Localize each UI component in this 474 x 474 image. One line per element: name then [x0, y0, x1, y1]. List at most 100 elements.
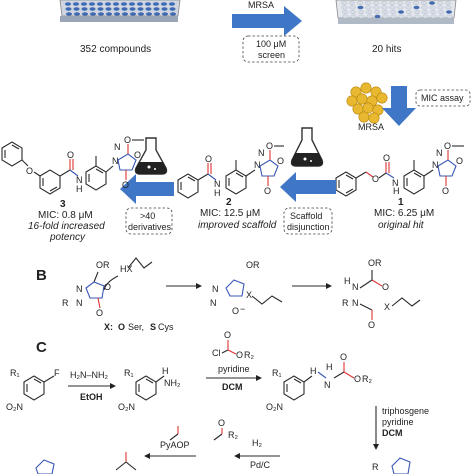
- well-dot: [445, 10, 453, 14]
- well-dot: [90, 12, 96, 16]
- reagent-triphosgene: triphosgene: [382, 406, 429, 416]
- well-dot: [138, 12, 144, 16]
- c3-o-ether: O: [26, 166, 33, 176]
- well-dot: [89, 2, 95, 6]
- well-dot: [130, 12, 136, 16]
- legend-ser: Ser,: [128, 322, 144, 332]
- c-sm-r1: R₁: [10, 368, 20, 378]
- well-dot: [357, 10, 365, 14]
- well-dot: [340, 1, 348, 5]
- well-dot: [438, 14, 445, 19]
- solvent-etoh: EtOH: [80, 392, 103, 402]
- well-dot: [114, 12, 120, 16]
- c2-nh: N: [214, 179, 221, 189]
- well-dot: [421, 10, 429, 14]
- well-dot: [106, 12, 112, 16]
- mic-assay-label: MIC assay: [421, 93, 464, 103]
- b-prod-x: X: [384, 302, 390, 312]
- b-prod-h: H: [344, 276, 351, 286]
- compound-1-desc: original hit: [378, 220, 425, 231]
- c-carb-n2: N: [324, 380, 331, 390]
- well-dot: [81, 2, 87, 6]
- c-hyd-nh2: NH₂: [164, 378, 181, 388]
- screen-box-line2: screen: [258, 50, 285, 60]
- c2-n2: N: [258, 148, 265, 158]
- mechanism-reactant: OR N R N O O HX: [62, 257, 153, 318]
- c1-o-ring: O: [456, 156, 463, 166]
- compound-3-number: 3: [60, 199, 66, 210]
- well-dot: [390, 14, 397, 19]
- reaction-arrow-3: [373, 406, 379, 450]
- c-cl-o-top: O: [224, 330, 231, 340]
- well-dot: [422, 14, 429, 19]
- bacteria-cell: [376, 92, 388, 104]
- well-dot: [161, 2, 167, 6]
- c-carb-o-top: O: [340, 352, 347, 362]
- well-dot: [446, 14, 453, 19]
- well-dot: [364, 1, 372, 5]
- derivatives-arrow: [120, 174, 174, 204]
- well-dot: [153, 7, 160, 11]
- well-dot: [397, 10, 405, 14]
- bottom-o: O: [218, 418, 225, 428]
- well-dot: [121, 2, 127, 6]
- well-dot: [365, 10, 373, 14]
- bottom-row-structures: PyAOP H₂ Pd/C R₂ O R: [35, 418, 411, 474]
- bacteria-cell: [360, 82, 372, 94]
- well-dot: [406, 14, 413, 19]
- well-dot: [162, 12, 168, 16]
- c-cl: Cl: [212, 348, 221, 358]
- derivatives-box: >40 derivatives: [125, 207, 173, 235]
- c2-o-methoxy: O: [266, 141, 273, 151]
- well-dot: [341, 10, 349, 14]
- c-cl-r2: R₂: [244, 350, 254, 360]
- library-count-label: 352 compounds: [80, 44, 151, 55]
- well-dot: [437, 10, 445, 14]
- bottom-r-label: R: [372, 462, 379, 472]
- well-dot: [121, 7, 128, 11]
- well-dot: [348, 1, 356, 5]
- c-carb-o: O: [354, 374, 361, 384]
- b-prod-n1: N: [352, 282, 359, 292]
- mic-assay-arrow: [382, 86, 416, 126]
- panel-c-label: C: [36, 339, 47, 356]
- well-dot: [145, 2, 151, 6]
- well-dot: [105, 7, 112, 11]
- hydrazine-intermediate: R₁ H NH₂ O₂N: [118, 366, 181, 412]
- b-int-x: X: [246, 290, 252, 300]
- b-hx: HX: [120, 264, 133, 274]
- screen-box: 100 μM screen: [242, 35, 300, 63]
- bottom-r2: R₂: [228, 430, 238, 440]
- c1-h: H: [393, 186, 400, 196]
- b-prod-or: OR: [368, 258, 382, 268]
- derivatives-line1: >40: [140, 211, 155, 221]
- flask-icon: [134, 137, 168, 175]
- reagent-hydrazine: H₂N–NH₂: [70, 370, 108, 380]
- compound-3-desc1: 16-fold increased: [28, 221, 105, 232]
- c-sm-f: F: [54, 368, 60, 378]
- well-dot: [113, 7, 120, 11]
- well-dot: [372, 1, 380, 5]
- hits-label: 20 hits: [372, 44, 401, 55]
- reaction-arrow-1: [68, 383, 116, 389]
- c3-o-exo: O: [122, 180, 129, 190]
- compound-2-number: 2: [226, 197, 232, 208]
- well-plate-352: [59, 0, 181, 22]
- well-dot: [413, 10, 421, 14]
- well-dot: [349, 5, 356, 10]
- well-dot: [388, 1, 396, 5]
- mechanism-arrow-2: [292, 283, 332, 289]
- well-dot: [397, 5, 404, 10]
- chloroformate: Cl O O R₂: [212, 330, 254, 360]
- bacteria-cell: [358, 111, 370, 123]
- well-dot: [429, 10, 437, 14]
- well-dot: [381, 5, 388, 10]
- legend-cys: Cys: [158, 322, 174, 332]
- well-dot: [413, 5, 420, 10]
- c1-nh: N: [392, 178, 399, 188]
- well-dot: [145, 7, 152, 11]
- well-dot: [398, 14, 405, 19]
- well-plate-hits: [335, 0, 457, 24]
- c3-nh: N: [76, 175, 83, 185]
